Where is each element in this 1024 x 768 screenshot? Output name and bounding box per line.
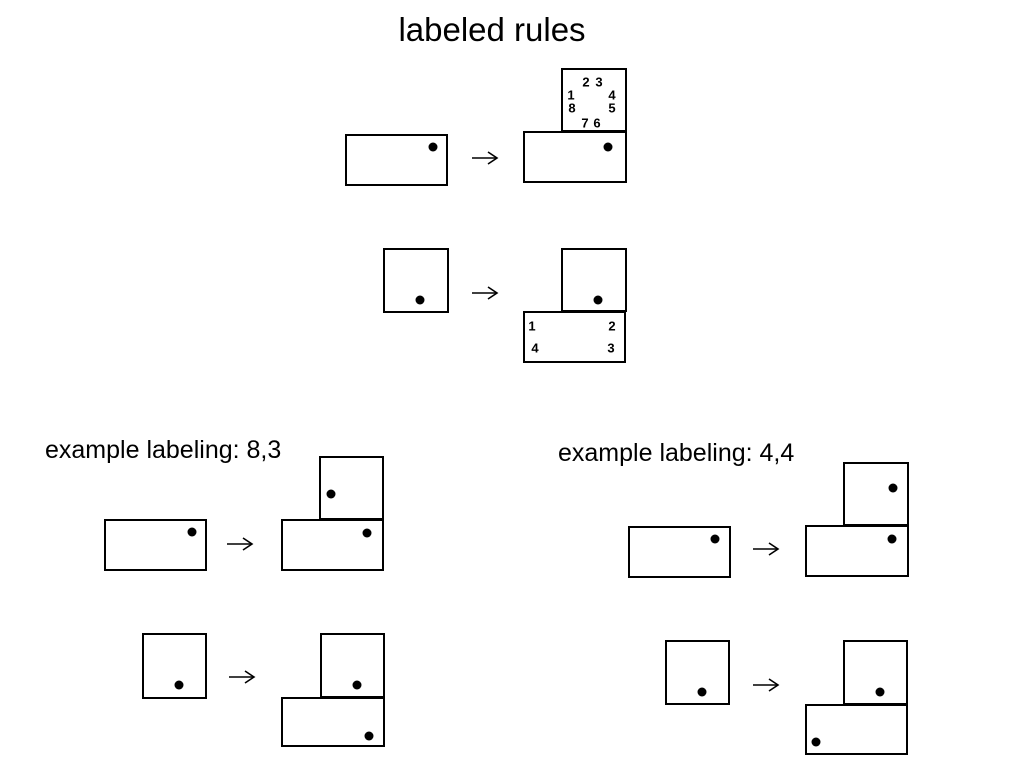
example-4-4-rule2-input-square bbox=[665, 640, 730, 705]
example-8-3-rule2-output-bottom-dot bbox=[364, 731, 374, 741]
rule-1-output-dot bbox=[603, 142, 613, 152]
rule-2-input-square bbox=[383, 248, 449, 313]
example-4-4-rule1-input-rect bbox=[628, 526, 731, 578]
example-4-4-rule1-input-dot bbox=[710, 534, 720, 544]
example-8-3-rule1-input-rect bbox=[104, 519, 207, 571]
example-8-3-rule1-output-bottom-dot bbox=[362, 528, 372, 538]
example-caption: example labeling: 4,4 bbox=[558, 439, 795, 467]
ring-label-1: 1 bbox=[567, 87, 575, 103]
example-4-4-rule2-output-bottom-dot bbox=[811, 737, 821, 747]
example-8-3-rule2-output-top-dot bbox=[352, 680, 362, 690]
rule-1-input-dot bbox=[428, 142, 438, 152]
example-8-3-rule1-output-top-square bbox=[319, 456, 384, 520]
ring-label-5: 5 bbox=[608, 100, 616, 116]
example-4-4-rule1-output-bottom-dot bbox=[887, 534, 897, 544]
example-4-4-rule2-output-top-dot bbox=[875, 687, 885, 697]
example-8-3-rule2-input-square bbox=[142, 633, 207, 699]
rule-1-input-rect bbox=[345, 134, 448, 186]
example-8-3-rule2-output-top-square bbox=[320, 633, 385, 698]
arrow-right-icon bbox=[227, 537, 254, 551]
corner-label-3: 3 bbox=[607, 340, 615, 356]
rule-2-input-dot bbox=[415, 295, 425, 305]
arrow-right-icon bbox=[229, 670, 256, 684]
ring-label-2: 2 bbox=[582, 74, 590, 90]
corner-label-2: 2 bbox=[608, 318, 616, 334]
example-caption: example labeling: 8,3 bbox=[45, 436, 282, 464]
example-4-4-rule2-input-dot bbox=[697, 687, 707, 697]
example-4-4-rule1-output-top-dot bbox=[888, 483, 898, 493]
arrow-right-icon bbox=[753, 678, 780, 692]
rule-2-output-dot bbox=[593, 295, 603, 305]
ring-label-4: 4 bbox=[608, 87, 616, 103]
example-4-4-rule1-output-bottom-rect bbox=[805, 525, 909, 577]
rule-1-output-bottom-rect bbox=[523, 131, 627, 183]
ring-label-3: 3 bbox=[595, 74, 603, 90]
figure-title: labeled rules bbox=[398, 11, 586, 48]
example-8-3-rule1-output-top-dot bbox=[326, 489, 336, 499]
rule-2-output-bottom-rect bbox=[523, 311, 626, 363]
example-8-3-rule1-input-dot bbox=[187, 527, 197, 537]
example-8-3-rule2-input-dot bbox=[174, 680, 184, 690]
ring-label-7: 7 bbox=[581, 115, 589, 131]
example-4-4-rule2-output-top-square bbox=[843, 640, 908, 705]
ring-label-6: 6 bbox=[593, 115, 601, 131]
arrow-right-icon bbox=[753, 542, 780, 556]
example-4-4-rule2-output-bottom-rect bbox=[805, 704, 908, 755]
ring-label-8: 8 bbox=[568, 100, 576, 116]
corner-label-1: 1 bbox=[528, 318, 536, 334]
arrow-right-icon bbox=[472, 151, 499, 165]
corner-label-4: 4 bbox=[531, 340, 539, 356]
example-4-4-rule1-output-top-square bbox=[843, 462, 909, 526]
example-8-3-rule1-output-bottom-rect bbox=[281, 519, 384, 571]
example-8-3-rule2-output-bottom-rect bbox=[281, 697, 385, 747]
arrow-right-icon bbox=[472, 286, 499, 300]
